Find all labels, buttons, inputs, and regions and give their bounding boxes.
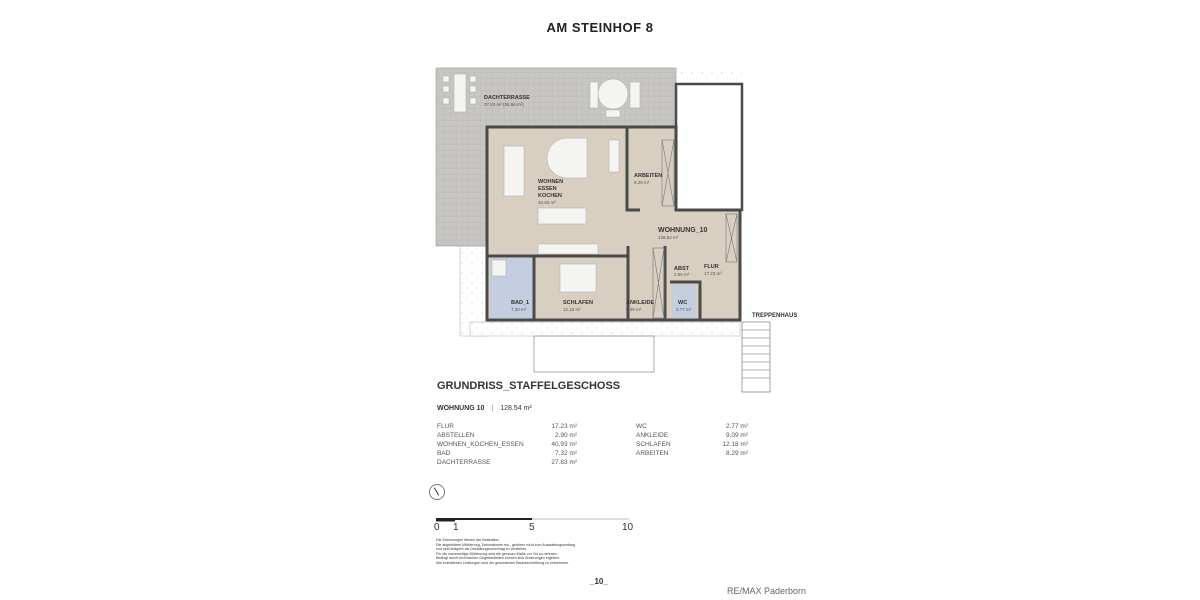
room-row: FLUR 17.23 m²	[437, 423, 577, 432]
room-name: SCHLAFEN	[636, 441, 671, 448]
label-arbeiten: ARBEITEN	[634, 173, 662, 179]
label-kochen: KOCHEN	[538, 193, 562, 199]
disclaimer-line: Für die nutzerseitige Möblierung sind di…	[436, 551, 558, 556]
room-area: 7.32 m²	[554, 450, 577, 457]
unit-separator: |	[491, 405, 494, 412]
scale-tick: 10	[622, 522, 634, 533]
area-bad: 7.32 m²	[511, 307, 527, 312]
furniture	[491, 137, 620, 293]
label-wohnung: WOHNUNG_10	[658, 227, 708, 234]
neighbour-block	[674, 82, 744, 212]
room-area: 9.09 m²	[725, 432, 748, 439]
disclaimer: Die Zeichnungen dienen der Illustration.…	[436, 538, 626, 566]
room-row: WOHNEN_KOCHEN_ESSEN 40.93 m²	[437, 441, 577, 450]
room-area: 2.90 m²	[554, 432, 577, 439]
page-title: AM STEINHOF 8	[546, 20, 654, 35]
area-wohnen: 40.93 m²	[538, 200, 556, 205]
room-name: WC	[636, 423, 647, 430]
gravel-top	[676, 68, 742, 84]
room-area: 2.77 m²	[725, 423, 748, 430]
wardrobes	[652, 139, 738, 319]
room-area: 40.93 m²	[551, 441, 577, 448]
area-abst: 2.90 m²	[674, 272, 690, 277]
floor-plan: DACHTERRASSE WOHNEN ESSEN KOCHEN ARBEITE…	[435, 67, 797, 393]
room-row: ANKLEIDE 9.09 m²	[636, 432, 748, 441]
area-wc: 2.77 m²	[676, 307, 692, 312]
room-area: 8.29 m²	[725, 450, 748, 457]
room-row: DACHTERRASSE 27.83 m²	[437, 459, 577, 468]
walls	[485, 125, 742, 322]
label-wc: WC	[678, 300, 687, 306]
unit-header: WOHNUNG 10 | 128.54 m²	[437, 405, 532, 412]
page-number: _10_	[590, 577, 608, 586]
label-wohnen: WOHNEN	[538, 179, 563, 185]
area-schlafen: 12.18 m²	[563, 307, 581, 312]
gravel-strip	[469, 321, 741, 337]
brand-watermark: RE/MAX Paderborn	[727, 586, 807, 596]
area-ankleide: 9.09 m²	[626, 307, 642, 312]
label-essen: ESSEN	[538, 186, 557, 192]
room-area: 12.18 m²	[722, 441, 748, 448]
disclaimer-line: Bedingt durch technischen Gegebenheiten …	[436, 556, 560, 561]
room-area: 27.83 m²	[551, 459, 577, 466]
room-name: DACHTERRASSE	[437, 459, 491, 466]
room-row: ABSTELLEN 2.90 m²	[437, 432, 577, 441]
terrace-table-set	[442, 73, 641, 118]
label-abst: ABST	[674, 266, 690, 272]
disclaimer-line: Alle enthaltenen Leistungen sind der ges…	[436, 560, 569, 565]
room-area: 17.23 m²	[551, 423, 577, 430]
label-ankleide: ANKLEIDE	[626, 300, 654, 306]
room-name: WOHNEN_KOCHEN_ESSEN	[437, 441, 524, 448]
room-name: ABSTELLEN	[437, 432, 475, 439]
room-row: ARBEITEN 8.29 m²	[636, 450, 748, 459]
scale-tick: 1	[453, 522, 459, 533]
disclaimer-line: Die Zeichnungen dienen der Illustration.	[436, 538, 500, 542]
label-dachterrasse: DACHTERRASSE	[484, 95, 530, 101]
stairs	[741, 321, 771, 393]
lower-balcony	[533, 335, 655, 373]
area-dachterrasse: 27.83 m² (55.66 m²)	[484, 102, 524, 107]
disclaimer-line: und sind lediglich als Gestaltungsvorsch…	[436, 547, 528, 552]
disclaimer-line: Die abgebildete Möblierung, Dekorationen…	[436, 542, 576, 547]
label-schlafen: SCHLAFEN	[563, 300, 593, 306]
room-name: BAD	[437, 450, 451, 457]
scale-tick: 0	[434, 522, 440, 533]
room-name: ANKLEIDE	[636, 432, 669, 439]
area-wohnung: 128.54 m²	[658, 235, 679, 240]
area-arbeiten: 8.29 m²	[634, 180, 650, 185]
plan-subtitle: GRUNDRISS_STAFFELGESCHOSS	[437, 380, 621, 392]
wc-room	[672, 285, 696, 318]
unit-total-area: 128.54 m²	[500, 405, 532, 412]
north-arrow-icon	[429, 484, 445, 500]
room-name: ARBEITEN	[636, 450, 669, 457]
unit-name: WOHNUNG 10	[437, 405, 485, 412]
scale-tick: 5	[529, 522, 535, 533]
room-row: SCHLAFEN 12.18 m²	[636, 441, 748, 450]
label-bad: BAD_1	[511, 300, 529, 306]
room-name: FLUR	[437, 423, 454, 430]
room-row: BAD 7.32 m²	[437, 450, 577, 459]
area-flur: 17.23 m²	[704, 271, 722, 276]
room-row: WC 2.77 m²	[636, 423, 748, 432]
gravel-area	[459, 245, 489, 337]
label-flur: FLUR	[704, 264, 719, 270]
scale-bar	[436, 518, 629, 522]
label-treppenhaus: TREPPENHAUS	[752, 313, 797, 319]
